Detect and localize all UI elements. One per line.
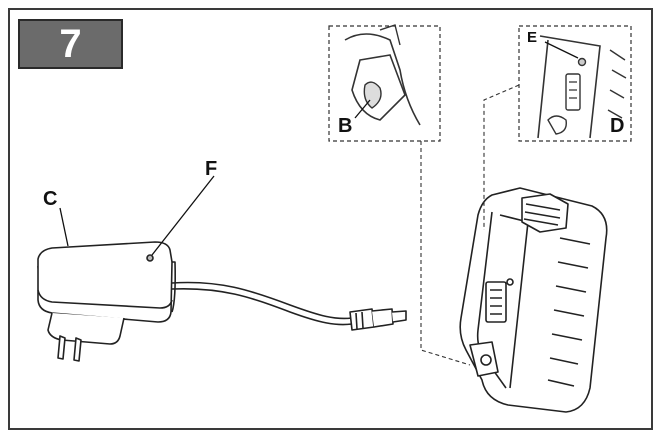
callout-line-b	[354, 99, 371, 119]
charger-adapter	[37, 241, 407, 362]
detail-box-d	[518, 25, 632, 142]
label-b: B	[338, 115, 352, 137]
callout-line-f	[151, 175, 215, 256]
callout-line-c	[59, 207, 69, 247]
callout-lines	[59, 41, 579, 256]
battery-pack	[459, 187, 608, 413]
label-d: D	[610, 115, 624, 137]
label-c: C	[43, 188, 57, 210]
leader-lines	[420, 84, 520, 366]
detail-box-b	[328, 24, 441, 142]
label-e: E	[527, 29, 537, 46]
step-number-badge: 7	[18, 19, 123, 69]
label-f: F	[205, 158, 217, 180]
callout-line-e	[544, 41, 579, 59]
